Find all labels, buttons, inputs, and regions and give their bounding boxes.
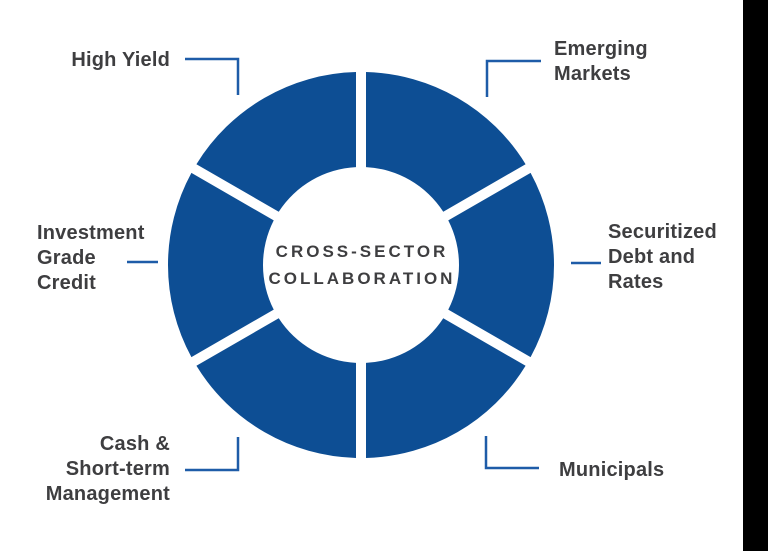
center-label: CROSS-SECTOR COLLABORATION: [268, 242, 456, 288]
connector-emerging-markets-line: [485, 59, 541, 97]
connector-high-yield-line: [185, 57, 240, 95]
connector-municipals-line: [484, 436, 539, 470]
label-municipals: Municipals: [559, 459, 665, 481]
label-emerging-markets: Emerging Markets: [554, 38, 648, 85]
label-cash-short-term-management: Cash & Short-term Management: [45, 433, 170, 505]
donut-segment: [167, 172, 274, 358]
donut-segments: [167, 72, 555, 458]
donut-segment: [196, 318, 356, 458]
connector-cash-line: [185, 437, 240, 472]
label-high-yield: High Yield: [71, 49, 170, 71]
donut-segment: [366, 72, 526, 212]
donut-segment: [448, 172, 555, 358]
donut-segment: [196, 72, 356, 212]
right-black-bar: [743, 0, 768, 551]
label-securitized-debt-and-rates: Securitized Debt and Rates: [608, 221, 717, 293]
label-investment-grade-credit: Investment Grade Credit: [37, 222, 145, 294]
donut-segment: [366, 318, 526, 458]
